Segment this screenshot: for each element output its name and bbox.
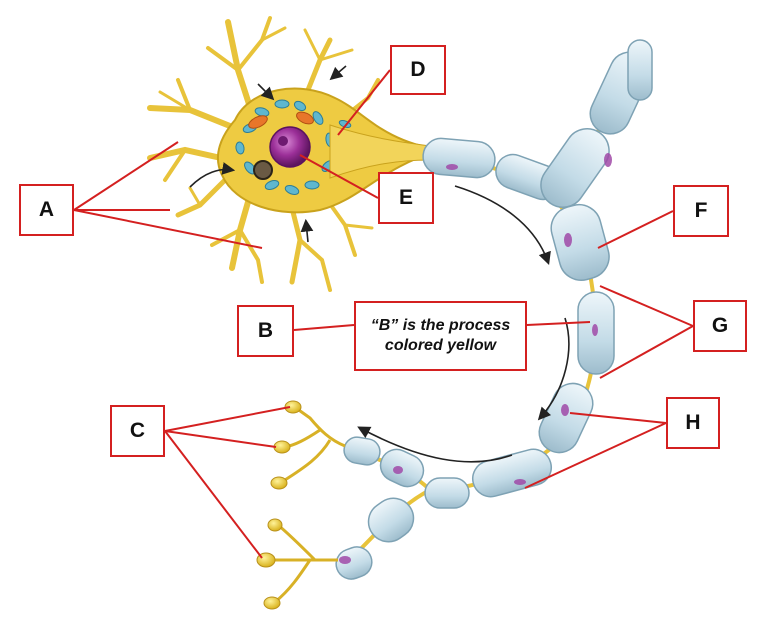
label-h: H <box>666 397 720 449</box>
nucleus <box>269 126 311 168</box>
label-a: A <box>19 184 74 236</box>
terminal-buttons <box>256 400 302 610</box>
nucleolus <box>278 136 288 146</box>
schwann-nuclei <box>339 153 612 564</box>
signal-arrows <box>189 65 570 463</box>
label-d: D <box>390 45 446 95</box>
organelles <box>235 99 352 195</box>
label-e: E <box>378 172 434 224</box>
label-b: B <box>237 305 294 357</box>
hint-line-2: colored yellow <box>384 337 497 354</box>
dendrites <box>147 16 380 292</box>
label-f: F <box>673 185 729 237</box>
leader-lines <box>73 69 694 559</box>
hint-box: “B” is the process colored yellow <box>354 301 527 371</box>
mitochondrion <box>248 115 268 129</box>
hint-line-1: “B” is the process <box>370 317 511 334</box>
label-c: C <box>110 405 165 457</box>
inclusion-body <box>253 160 273 180</box>
axon-terminals <box>268 406 346 604</box>
mitochondrion <box>296 111 314 125</box>
label-g: G <box>693 300 747 352</box>
